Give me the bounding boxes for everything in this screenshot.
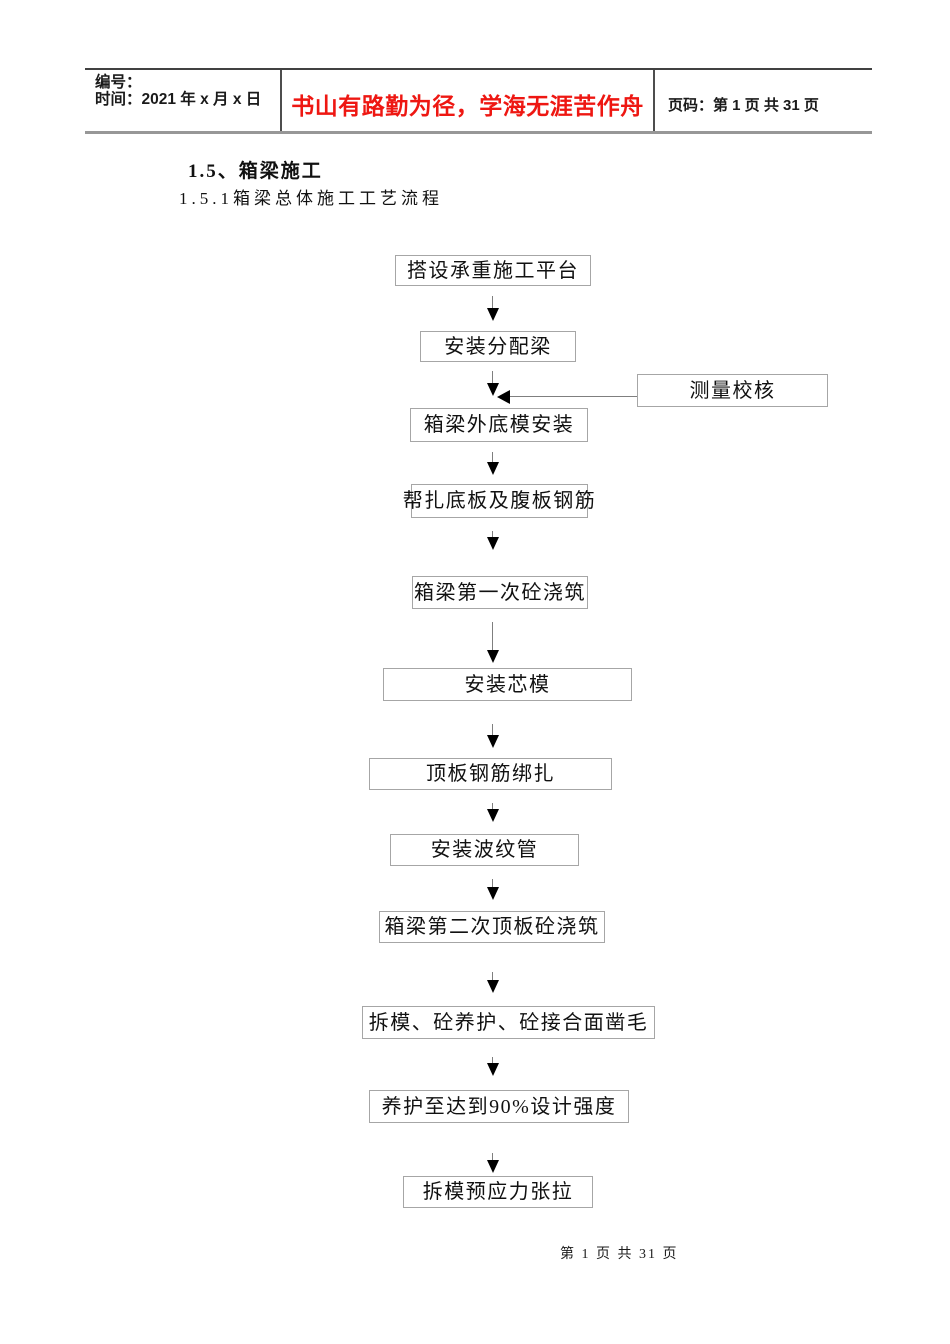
- arrow-shaft: [492, 724, 493, 735]
- arrow-shaft: [492, 452, 493, 462]
- arrowhead-down-icon: [486, 980, 499, 993]
- flow-step-install-core-mould: 安装芯模: [383, 668, 632, 701]
- arrow-shaft: [492, 371, 493, 383]
- flow-step-top-slab-rebar: 顶板钢筋绑扎: [369, 758, 612, 790]
- flow-step-cure-to-90-percent: 养护至达到90%设计强度: [369, 1090, 629, 1123]
- down-arrow-connector: [486, 972, 499, 993]
- arrowhead-down-icon: [486, 809, 499, 822]
- arrowhead-down-icon: [486, 1063, 499, 1076]
- arrow-shaft: [492, 531, 493, 537]
- doc-time-label: 时间：2021 年 x 月 x 日: [95, 90, 262, 108]
- arrow-shaft: [492, 803, 493, 809]
- down-arrow-connector: [486, 452, 499, 475]
- down-arrow-connector: [486, 531, 499, 550]
- arrowhead-down-icon: [486, 1160, 499, 1173]
- header-cell-page: 页码：第 1 页 共 31 页: [655, 70, 872, 131]
- arrowhead-down-icon: [486, 735, 499, 748]
- flow-step-outer-bottom-formwork: 箱梁外底模安装: [410, 408, 588, 442]
- arrow-shaft: [492, 296, 493, 308]
- down-arrow-connector: [486, 622, 499, 663]
- motto-text: 书山有路勤为径，学海无涯苦作舟: [291, 93, 644, 119]
- flow-step-prestress-tensioning: 拆模预应力张拉: [403, 1176, 593, 1208]
- down-arrow-connector: [486, 803, 499, 822]
- header-table: 编号： 时间：2021 年 x 月 x 日 书山有路勤为径，学海无涯苦作舟 页码…: [85, 68, 872, 134]
- measure-connector-line: [509, 396, 637, 397]
- down-arrow-connector: [486, 1153, 499, 1173]
- flow-step-first-concrete-pour: 箱梁第一次砼浇筑: [412, 576, 588, 609]
- page-footer: 第 1 页 共 31 页: [560, 1247, 679, 1262]
- arrow-shaft: [492, 972, 493, 980]
- flow-side-box-measure-check: 测量校核: [637, 374, 828, 407]
- down-arrow-connector: [486, 296, 499, 321]
- arrow-shaft: [492, 1153, 493, 1160]
- flow-step-install-distribution-beam: 安装分配梁: [420, 331, 576, 362]
- arrow-shaft: [492, 1057, 493, 1063]
- down-arrow-connector: [486, 724, 499, 748]
- header-cell-motto: 书山有路勤为径，学海无涯苦作舟: [280, 70, 655, 131]
- page-info-label: 页码：第 1 页 共 31 页: [668, 97, 819, 114]
- arrowhead-down-icon: [486, 383, 499, 396]
- down-arrow-connector: [486, 371, 499, 396]
- arrowhead-down-icon: [486, 462, 499, 475]
- section-subtitle: 1.5.1箱梁总体施工工艺流程: [179, 189, 443, 208]
- down-arrow-connector: [486, 1057, 499, 1076]
- flow-step-tie-bottom-web-rebar: 帮扎底板及腹板钢筋: [403, 484, 595, 518]
- arrow-shaft: [492, 879, 493, 887]
- down-arrow-connector: [486, 879, 499, 900]
- arrow-shaft: [492, 622, 493, 650]
- arrowhead-down-icon: [486, 537, 499, 550]
- arrowhead-left-icon: [497, 390, 510, 404]
- section-title: 1.5、箱梁施工: [188, 161, 323, 182]
- flow-step-strip-cure-chisel: 拆模、砼养护、砼接合面凿毛: [362, 1006, 655, 1039]
- flow-step-setup-platform: 搭设承重施工平台: [395, 255, 591, 286]
- header-cell-meta: 编号： 时间：2021 年 x 月 x 日: [85, 70, 280, 131]
- arrowhead-down-icon: [486, 650, 499, 663]
- flow-step-install-corrugated-pipe: 安装波纹管: [390, 834, 579, 866]
- arrowhead-down-icon: [486, 308, 499, 321]
- doc-number-label: 编号：: [95, 74, 142, 91]
- flow-step-second-concrete-pour: 箱梁第二次顶板砼浇筑: [379, 911, 605, 943]
- arrowhead-down-icon: [486, 887, 499, 900]
